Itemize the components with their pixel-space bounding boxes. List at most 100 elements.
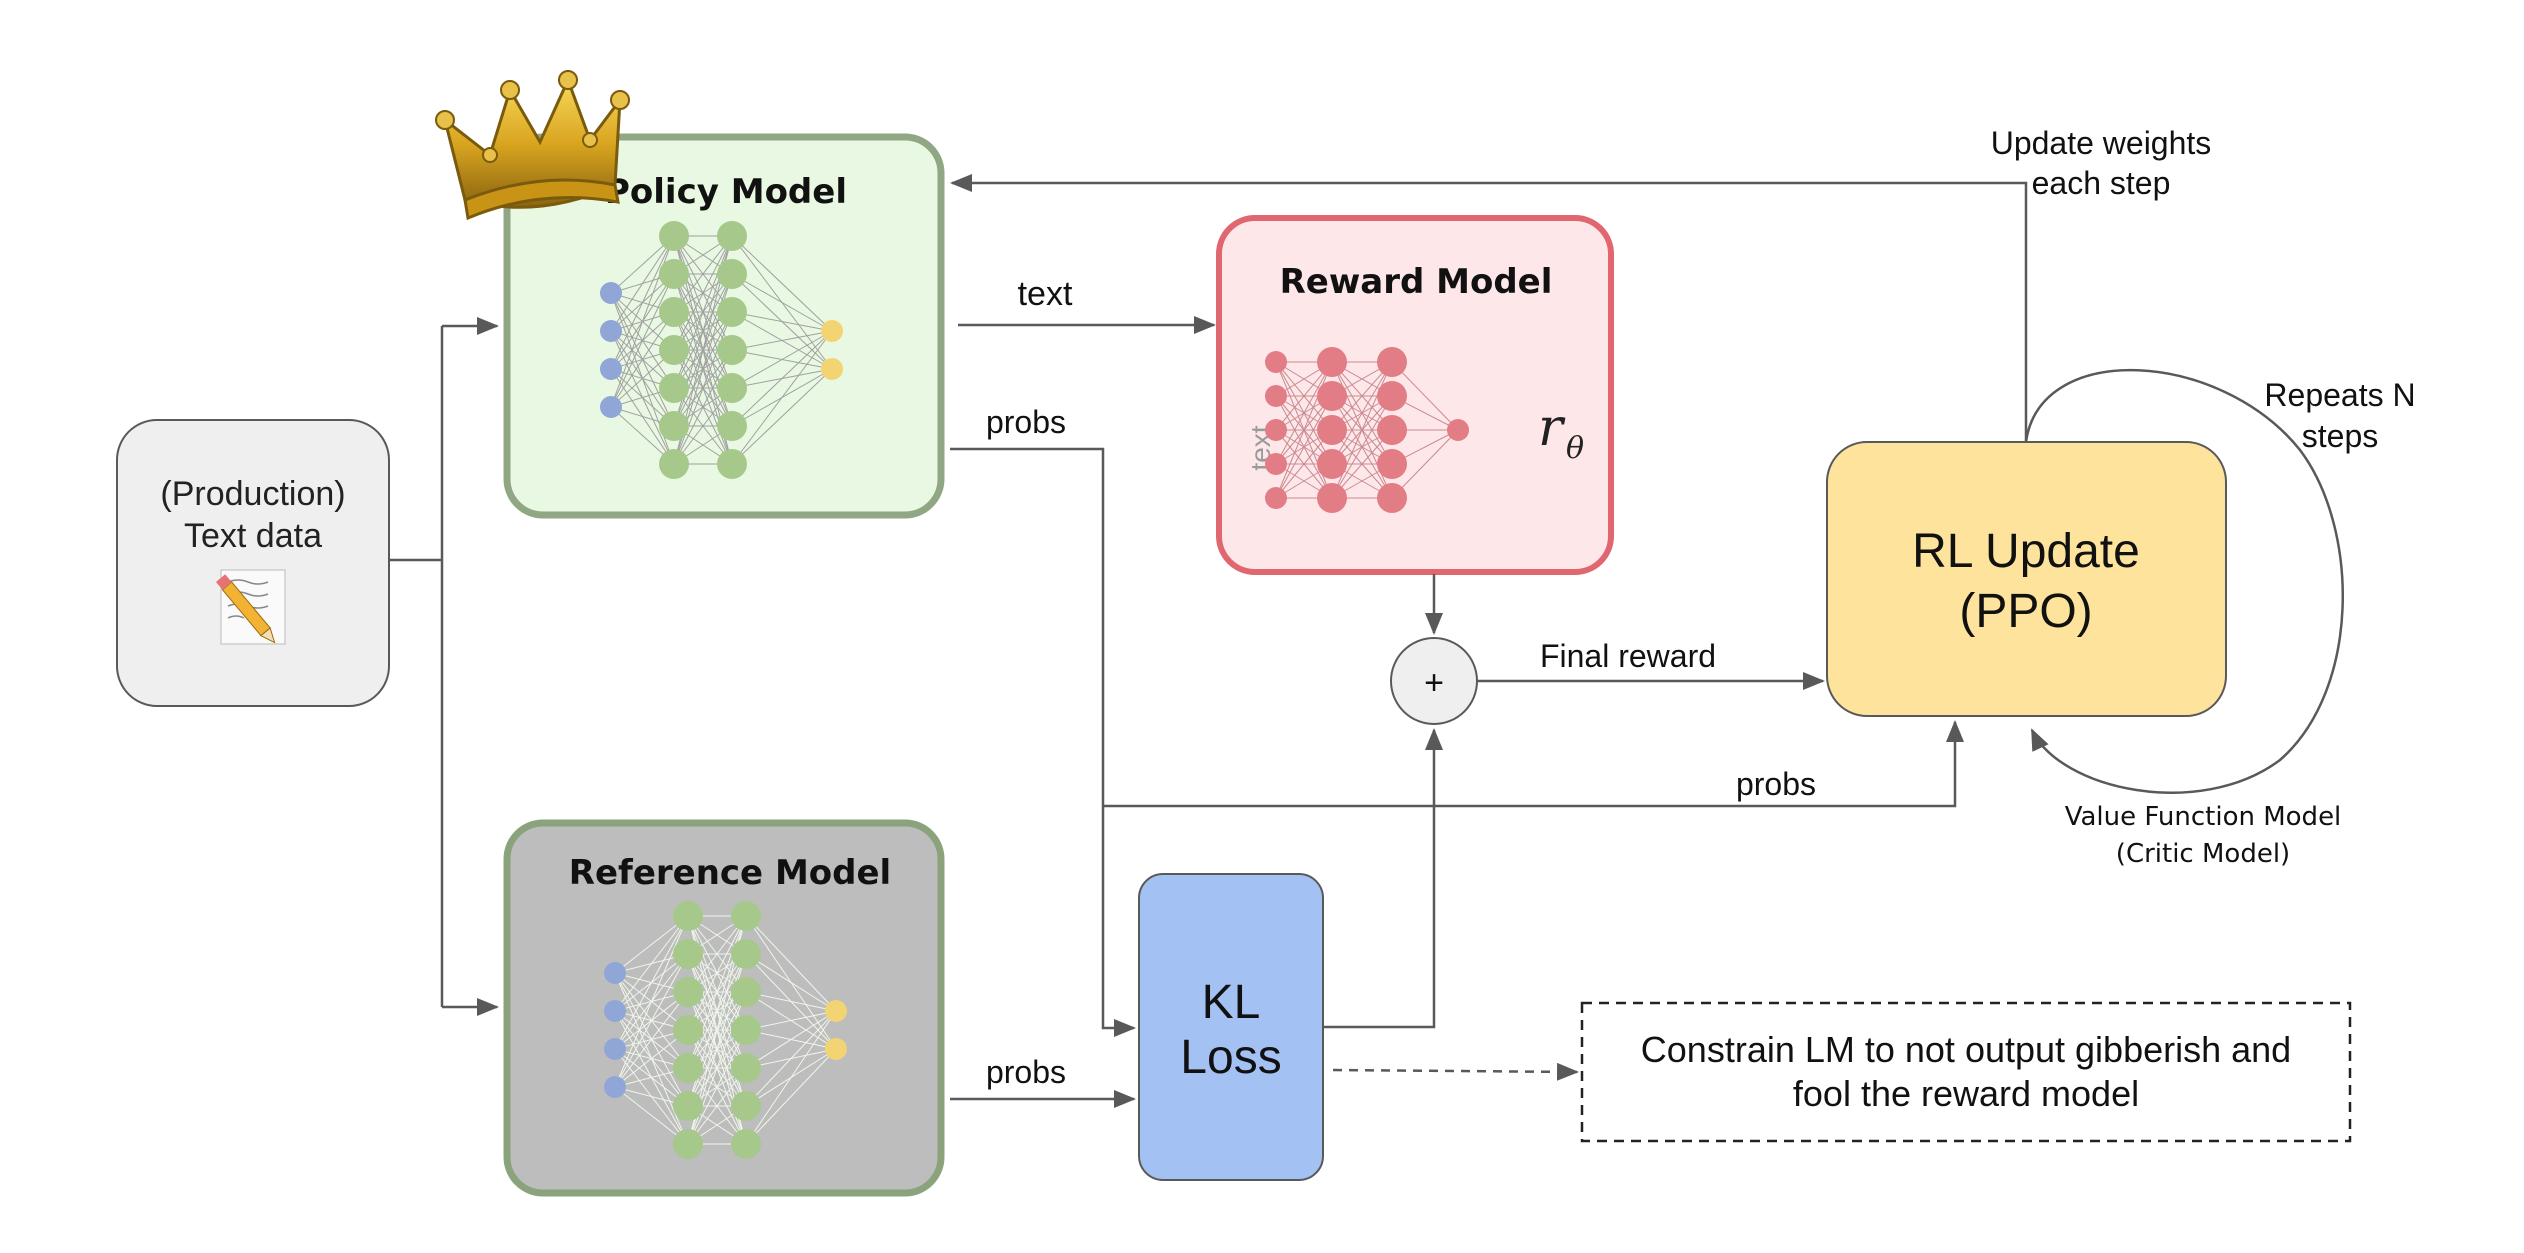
nn-edge [687, 1067, 747, 1145]
nn-edge [687, 1029, 747, 1145]
nn-edge [1331, 361, 1393, 431]
edge-repeats-loop [2024, 368, 2344, 794]
label-final-reward: Final reward [1540, 638, 1716, 674]
nn-edge [687, 915, 747, 1069]
nn-edge [731, 273, 833, 332]
nn-node [717, 335, 747, 365]
nn-node [1317, 483, 1347, 513]
nn-node [604, 1076, 626, 1098]
nn-edge [610, 235, 675, 332]
nn-edge [745, 1010, 837, 1069]
nn-edge [745, 1010, 837, 1107]
nn-edge [745, 915, 837, 1012]
edge-probs-to-rl [1103, 720, 1964, 808]
nn-edge [610, 235, 675, 370]
rl-update-box: RL Update (PPO) [1826, 441, 2227, 717]
nn-node [821, 358, 843, 380]
nn-edge [673, 387, 733, 465]
nn-node [1265, 419, 1287, 441]
nn-node [731, 1129, 761, 1159]
kl-loss-line2: Loss [1180, 1031, 1281, 1084]
nn-edge [1275, 395, 1333, 499]
nn-edge [731, 235, 833, 332]
nn-node [1377, 483, 1407, 513]
policy-model-box: Policy Model [503, 133, 945, 519]
nn-edge [745, 991, 837, 1012]
nn-edge [614, 915, 689, 1012]
reward-model-network-icon [1265, 347, 1469, 513]
label-repeats-line2: steps [2302, 418, 2378, 454]
constraint-note-box: Constrain LM to not output gibberish and… [1580, 1001, 2352, 1143]
label-probs-reference: probs [986, 1054, 1066, 1090]
edge-kl-to-constraint [1332, 1062, 1579, 1081]
nn-node [1317, 381, 1347, 411]
nn-node [1317, 415, 1347, 445]
nn-edge [614, 1029, 689, 1088]
nn-node [731, 977, 761, 1007]
nn-node [673, 977, 703, 1007]
nn-edge [673, 235, 733, 313]
label-repeats-line1: Repeats N [2264, 377, 2415, 413]
nn-node [604, 962, 626, 984]
nn-node [659, 221, 689, 251]
nn-edge [614, 915, 689, 974]
nn-node [731, 901, 761, 931]
nn-edge [687, 991, 747, 1145]
input-label-line2: Text data [184, 517, 322, 555]
nn-node [717, 259, 747, 289]
nn-edge [745, 1010, 837, 1145]
nn-edge [731, 311, 833, 332]
label-probs-policy: probs [986, 404, 1066, 440]
nn-node [1317, 449, 1347, 479]
nn-node [731, 939, 761, 969]
label-update-line2: each step [2032, 165, 2171, 201]
nn-edge [673, 235, 733, 389]
input-text-data-box: (Production) Text data [116, 419, 390, 707]
nn-edge [614, 953, 689, 1088]
nn-node [1265, 487, 1287, 509]
nn-node [1377, 449, 1407, 479]
constraint-note-line2: fool the reward model [1793, 1073, 2139, 1114]
rl-update-line2: (PPO) [1959, 585, 2092, 638]
nn-edge [1275, 361, 1333, 465]
nn-node [1377, 347, 1407, 377]
nn-node [673, 1129, 703, 1159]
nn-edge [687, 915, 747, 1031]
nn-node [673, 1015, 703, 1045]
reward-symbol: r [1538, 398, 1566, 458]
nn-node [731, 1015, 761, 1045]
nn-edge [673, 235, 733, 351]
nn-node [1377, 381, 1407, 411]
input-label-line1: (Production) [160, 475, 345, 513]
nn-edge [731, 368, 833, 465]
nn-edge [614, 1086, 689, 1145]
label-critic-line1: Value Function Model [2065, 802, 2342, 832]
nn-node [600, 320, 622, 342]
reference-model-box: Reference Model [503, 819, 945, 1197]
policy-model-network-icon [600, 221, 843, 479]
nn-edge [1331, 429, 1393, 499]
nn-node [717, 221, 747, 251]
nn-node [717, 411, 747, 441]
reference-model-network-icon [604, 901, 847, 1159]
nn-node [600, 358, 622, 380]
nn-node [717, 297, 747, 327]
nn-node [1447, 419, 1469, 441]
nn-edge [731, 330, 833, 465]
nn-node [673, 901, 703, 931]
nn-node [1265, 385, 1287, 407]
label-update-line1: Update weights [1991, 125, 2212, 161]
nn-node [600, 396, 622, 418]
nn-edge [745, 953, 837, 1012]
edge-kl-to-plus [1323, 728, 1443, 1029]
nn-edge [614, 915, 689, 1088]
nn-node [731, 1053, 761, 1083]
nn-edge [614, 991, 689, 1088]
nn-edge [1331, 361, 1393, 465]
kl-loss-line1: KL [1202, 976, 1261, 1029]
nn-node [821, 320, 843, 342]
nn-edge [1391, 429, 1459, 499]
nn-node [659, 297, 689, 327]
reward-model-box: Reward Model text r θ [1216, 215, 1614, 575]
nn-node [825, 1000, 847, 1022]
